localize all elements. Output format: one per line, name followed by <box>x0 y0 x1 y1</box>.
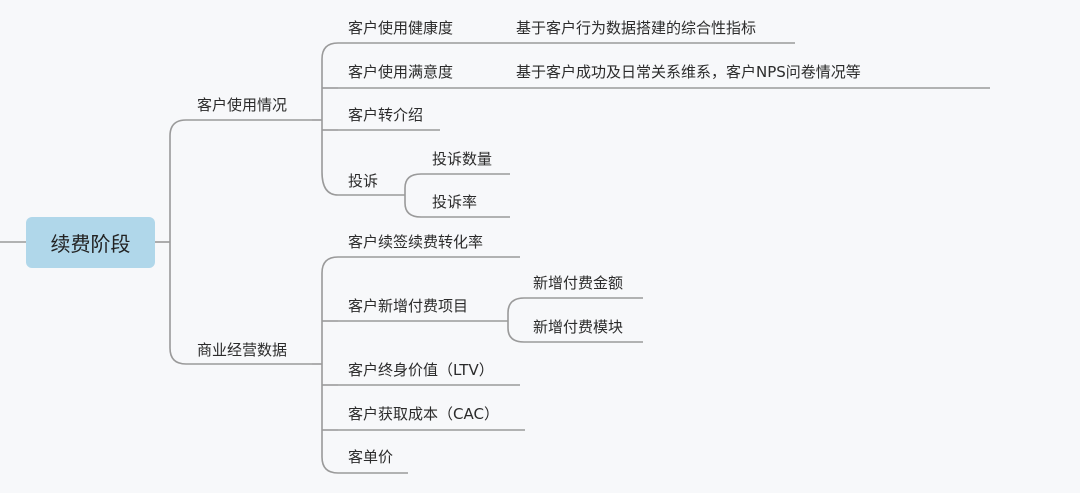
node-complaint-count[interactable]: 投诉数量 <box>432 150 493 168</box>
branch-business-data[interactable]: 商业经营数据 <box>197 341 288 359</box>
node-usage-satisfaction[interactable]: 客户使用满意度 <box>348 63 454 81</box>
node-new-paid-items[interactable]: 客户新增付费项目 <box>348 297 469 315</box>
node-unit-price[interactable]: 客单价 <box>348 448 394 466</box>
node-new-paid-amount[interactable]: 新增付费金额 <box>533 274 624 292</box>
branch-customer-usage[interactable]: 客户使用情况 <box>197 96 288 114</box>
root-node[interactable]: 续费阶段 <box>26 217 155 268</box>
note-usage-satisfaction: 基于客户成功及日常关系维系，客户NPS问卷情况等 <box>516 63 861 81</box>
note-usage-health: 基于客户行为数据搭建的综合性指标 <box>516 19 757 37</box>
node-complaint-rate[interactable]: 投诉率 <box>432 193 478 211</box>
node-new-paid-module[interactable]: 新增付费模块 <box>533 318 624 336</box>
node-ltv[interactable]: 客户终身价值（LTV） <box>348 361 494 379</box>
node-usage-health[interactable]: 客户使用健康度 <box>348 19 454 37</box>
node-renewal-conversion[interactable]: 客户续签续费转化率 <box>348 233 484 251</box>
node-cac[interactable]: 客户获取成本（CAC） <box>348 405 499 423</box>
node-referral[interactable]: 客户转介绍 <box>348 106 424 124</box>
node-complaint[interactable]: 投诉 <box>348 172 379 190</box>
